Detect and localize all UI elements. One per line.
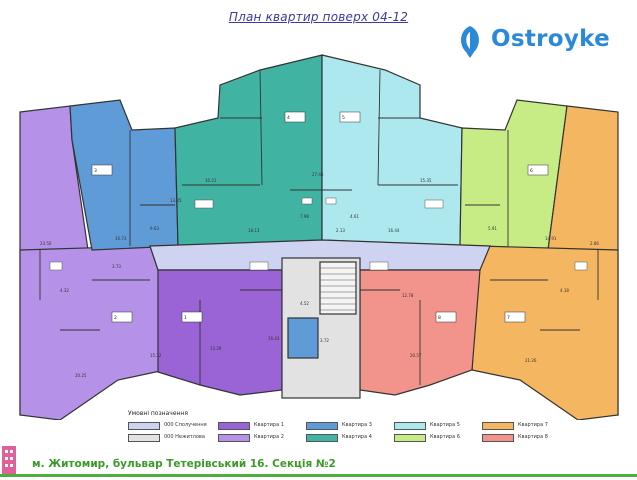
apartment-labels: 3 4 5 6 2 1 8 7 xyxy=(91,111,549,323)
svg-text:12.78: 12.78 xyxy=(402,293,414,298)
svg-text:15.35: 15.35 xyxy=(420,178,432,183)
svg-text:4.52: 4.52 xyxy=(300,301,309,306)
svg-text:2: 2 xyxy=(114,315,117,321)
apartment-3 xyxy=(69,99,179,251)
svg-text:10.73: 10.73 xyxy=(115,236,127,241)
apartment-tag-4: 4 xyxy=(284,111,306,123)
svg-text:15.32: 15.32 xyxy=(150,353,162,358)
svg-text:3.72: 3.72 xyxy=(320,338,329,343)
legend: Умовні позначення 000 Сполучення 000 Неж… xyxy=(128,410,608,450)
legend-swatch xyxy=(128,422,160,430)
svg-text:13.29: 13.29 xyxy=(210,346,222,351)
apartment-tag-7: 7 xyxy=(504,311,526,323)
footer-address: м. Житомир, бульвар Тетерівський 16. Сек… xyxy=(32,458,336,470)
ostroyke-logo-icon xyxy=(461,26,479,58)
apartment-7-lower xyxy=(471,245,619,420)
brand-logo: Ostroyke xyxy=(456,22,626,62)
legend-title: Умовні позначення xyxy=(128,410,188,417)
svg-text:18.13: 18.13 xyxy=(248,228,260,233)
svg-text:3.73: 3.73 xyxy=(112,264,121,269)
apartment-tag-2: 2 xyxy=(111,311,133,323)
building-icon xyxy=(2,446,16,474)
svg-text:16.44: 16.44 xyxy=(388,228,400,233)
stairwell xyxy=(319,261,357,315)
svg-text:27.46: 27.46 xyxy=(312,172,324,177)
legend-label: Квартира 1 xyxy=(254,422,284,428)
legend-label: Квартира 4 xyxy=(342,434,372,440)
apartment-tag-1: 1 xyxy=(181,311,203,323)
footer-divider xyxy=(0,474,637,477)
apartment-2-lower xyxy=(19,245,166,420)
svg-text:7: 7 xyxy=(507,315,510,321)
legend-swatch xyxy=(306,434,338,442)
legend-label: Квартира 6 xyxy=(430,434,460,440)
apartment-1 xyxy=(157,269,283,396)
apartment-5 xyxy=(321,54,463,247)
apartment-tag-3: 3 xyxy=(91,164,113,176)
svg-text:2.86: 2.86 xyxy=(590,241,599,246)
svg-text:21.26: 21.26 xyxy=(525,358,537,363)
apartment-tag-6: 6 xyxy=(527,164,549,176)
legend-label: Квартира 7 xyxy=(518,422,548,428)
svg-text:1: 1 xyxy=(184,315,187,321)
svg-text:16.43: 16.43 xyxy=(268,336,280,341)
room-area-labels: 23.50 10.73 13.25 9.63 10.21 4.52 27.46 4.61 1… xyxy=(40,172,599,378)
legend-label: 000 Нежитлова xyxy=(164,434,205,440)
legend-label: Квартира 2 xyxy=(254,434,284,440)
svg-text:4: 4 xyxy=(287,115,290,121)
svg-text:10.21: 10.21 xyxy=(205,178,217,183)
floor-plan: 3 4 5 6 2 1 8 7 23.50 10.73 13.25 9.63 10.2… xyxy=(19,54,619,420)
svg-text:6: 6 xyxy=(530,168,533,174)
legend-swatch xyxy=(218,434,250,442)
legend-label: Квартира 3 xyxy=(342,422,372,428)
svg-text:4.61: 4.61 xyxy=(350,214,359,219)
svg-text:3: 3 xyxy=(94,168,97,174)
corridor xyxy=(149,239,491,271)
legend-label: 000 Сполучення xyxy=(164,422,207,428)
legend-swatch xyxy=(394,422,426,430)
elevator-shaft xyxy=(287,317,319,359)
svg-text:13.25: 13.25 xyxy=(170,198,182,203)
svg-text:4.18: 4.18 xyxy=(560,288,569,293)
legend-swatch xyxy=(482,434,514,442)
svg-text:5.91: 5.91 xyxy=(488,226,497,231)
legend-swatch xyxy=(128,434,160,442)
svg-text:14.91: 14.91 xyxy=(545,236,557,241)
apartment-tag-8: 8 xyxy=(435,311,457,323)
svg-text:20.25: 20.25 xyxy=(75,373,87,378)
legend-swatch xyxy=(394,434,426,442)
svg-text:8: 8 xyxy=(438,315,441,321)
svg-text:23.50: 23.50 xyxy=(40,241,52,246)
page-title: План квартир поверх 04-12 xyxy=(228,10,409,24)
svg-text:20.57: 20.57 xyxy=(410,353,422,358)
legend-swatch xyxy=(218,422,250,430)
svg-text:2.13: 2.13 xyxy=(336,228,345,233)
legend-label: Квартира 5 xyxy=(430,422,460,428)
svg-text:5: 5 xyxy=(342,115,345,121)
legend-label: Квартира 8 xyxy=(518,434,548,440)
svg-text:4.32: 4.32 xyxy=(60,288,69,293)
svg-text:7.98: 7.98 xyxy=(300,214,309,219)
apartment-tag-5: 5 xyxy=(339,111,361,123)
svg-text:9.63: 9.63 xyxy=(150,226,159,231)
legend-swatch xyxy=(482,422,514,430)
brand-name: Ostroyke xyxy=(491,26,611,52)
legend-swatch xyxy=(306,422,338,430)
